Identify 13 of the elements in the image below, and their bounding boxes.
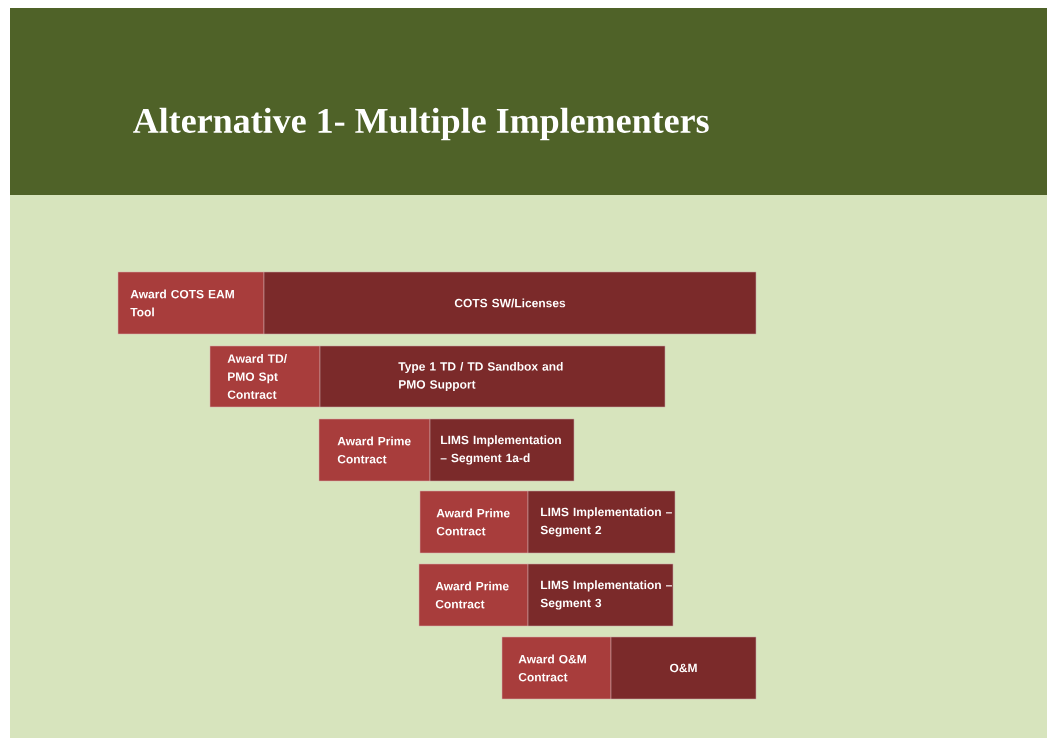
box-label: O&M bbox=[670, 663, 697, 673]
box-label: COTS SW/Licenses bbox=[454, 298, 566, 308]
box-label: Award O&M Contract bbox=[518, 654, 586, 682]
box-label: LIMS Implementation – Segment 2 bbox=[540, 507, 672, 537]
box-label: Type 1 TD / TD Sandbox and PMO Support bbox=[398, 361, 563, 392]
box-label: Award Prime Contract bbox=[435, 581, 509, 609]
box-label: Award COTS EAM Tool bbox=[130, 289, 234, 317]
box-label: LIMS Implementation – Segment 3 bbox=[540, 580, 672, 610]
title: Alternative 1- Multiple Implementers bbox=[133, 107, 709, 141]
box-label: Award Prime Contract bbox=[436, 508, 510, 536]
box-label: Award TD/ PMO Spt Contract bbox=[227, 354, 287, 399]
box-label: LIMS Implementation – Segment 1a-d bbox=[440, 435, 561, 465]
box-label: Award Prime Contract bbox=[337, 436, 411, 464]
